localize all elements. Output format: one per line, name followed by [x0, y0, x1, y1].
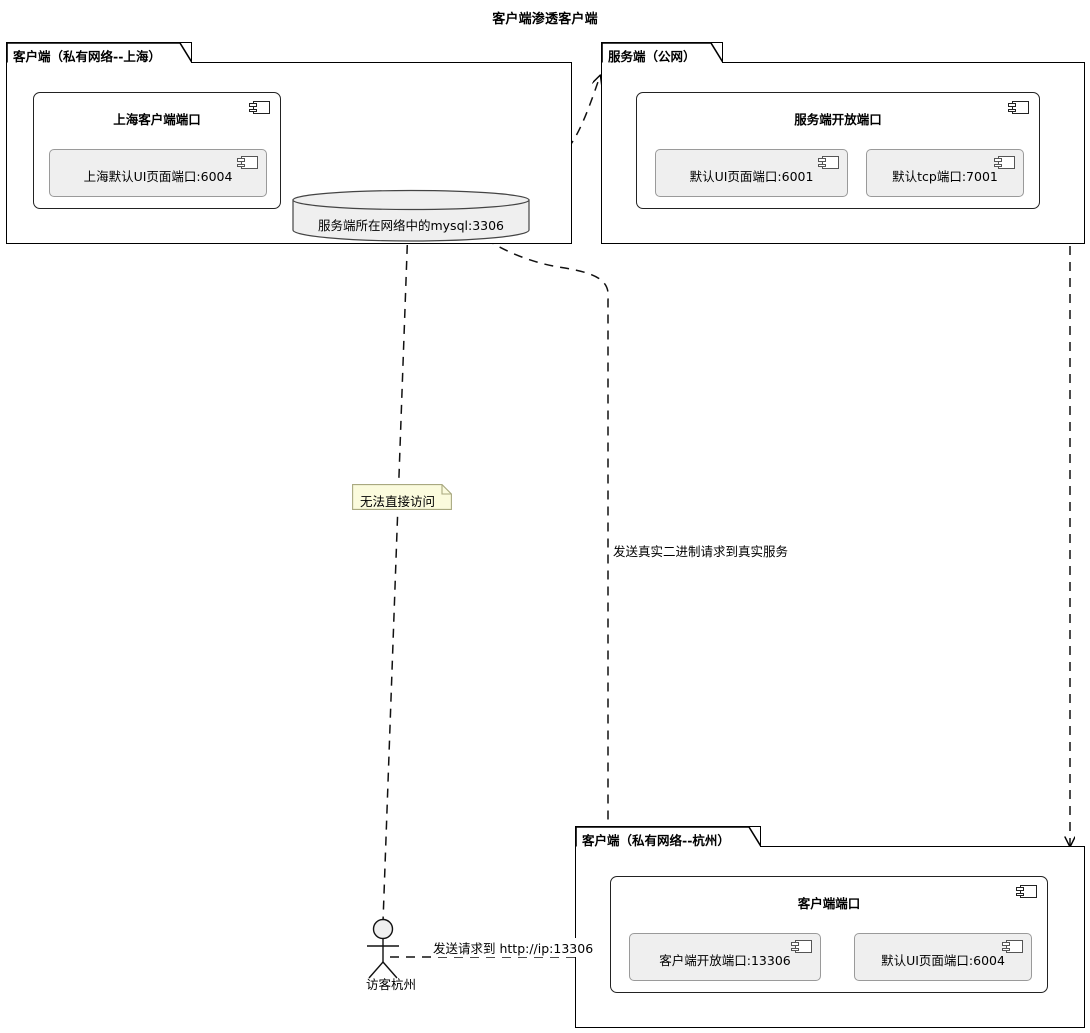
component-server-open-ports[interactable]: 服务端开放端口 默认UI页面端口:6001 默认tcp端口:7001: [636, 92, 1040, 209]
package-client-hangzhou[interactable]: 客户端（私有网络--杭州） 客户端端口 客户端开放端口:13306 默认UI页面…: [574, 825, 1085, 1028]
package-tab: 客户端（私有网络--上海）: [5, 41, 192, 64]
package-tab: 服务端（公网）: [600, 41, 723, 64]
port-label: 客户端开放端口:13306: [659, 953, 791, 968]
component-title: 服务端开放端口: [794, 112, 882, 127]
port-label: 默认UI页面端口:6004: [881, 953, 1005, 968]
port-label: 上海默认UI页面端口:6004: [83, 169, 233, 184]
port-client-ui-6004[interactable]: 默认UI页面端口:6004: [854, 933, 1032, 981]
diagram-title: 客户端渗透客户端: [492, 12, 598, 27]
component-icon: [1002, 940, 1023, 953]
note-cannot-access-directly[interactable]: 无法直接访问: [352, 484, 452, 510]
note-folded-corner-icon: [352, 484, 452, 510]
component-shanghai-client-port[interactable]: 上海客户端端口 上海默认UI页面端口:6004: [33, 92, 281, 209]
port-label: 默认tcp端口:7001: [892, 169, 998, 184]
note-label: 无法直接访问: [360, 494, 436, 509]
component-title: 客户端端口: [797, 896, 861, 911]
component-title: 上海客户端端口: [113, 112, 201, 127]
database-mysql-3306[interactable]: 服务端所在网络中的mysql:3306: [292, 189, 530, 242]
actor-label: 访客杭州: [365, 977, 416, 992]
component-icon: [994, 156, 1015, 169]
component-icon: [1008, 101, 1029, 114]
component-icon: [1016, 885, 1037, 898]
component-icon: [249, 101, 270, 114]
component-icon: [791, 940, 812, 953]
package-label: 客户端（私有网络--杭州）: [582, 833, 730, 848]
edge-label-binary-request: 发送真实二进制请求到真实服务: [612, 541, 790, 560]
database-label: 服务端所在网络中的mysql:3306: [317, 218, 505, 233]
port-server-ui-6001[interactable]: 默认UI页面端口:6001: [655, 149, 848, 197]
database-cylinder-icon: [292, 189, 530, 242]
edge-actor-to-mysql: [382, 196, 410, 923]
package-label: 服务端（公网）: [608, 49, 696, 64]
actor-stick-figure-icon: [367, 918, 399, 979]
package-client-shanghai[interactable]: 客户端（私有网络--上海） 上海客户端端口 上海默认UI页面端口:6004 服务…: [5, 41, 572, 244]
package-label: 客户端（私有网络--上海）: [13, 49, 161, 64]
package-tab: 客户端（私有网络--杭州）: [574, 825, 761, 848]
actor-visitor-hangzhou[interactable]: 访客杭州: [366, 918, 416, 992]
component-icon: [818, 156, 839, 169]
package-server-public[interactable]: 服务端（公网） 服务端开放端口 默认UI页面端口:6001 默认tcp端口:70…: [600, 41, 1085, 244]
component-client-ports[interactable]: 客户端端口 客户端开放端口:13306 默认UI页面端口:6004: [610, 876, 1048, 993]
port-server-tcp-7001[interactable]: 默认tcp端口:7001: [866, 149, 1024, 197]
component-icon: [237, 156, 258, 169]
edge-label-actor-request: 发送请求到 http://ip:13306: [432, 938, 595, 957]
package-tab-shape: [5, 41, 192, 63]
package-tab-shape: [600, 41, 723, 63]
port-client-open-13306[interactable]: 客户端开放端口:13306: [629, 933, 821, 981]
port-label: 默认UI页面端口:6001: [689, 169, 814, 184]
port-shanghai-ui-6004[interactable]: 上海默认UI页面端口:6004: [49, 149, 267, 197]
